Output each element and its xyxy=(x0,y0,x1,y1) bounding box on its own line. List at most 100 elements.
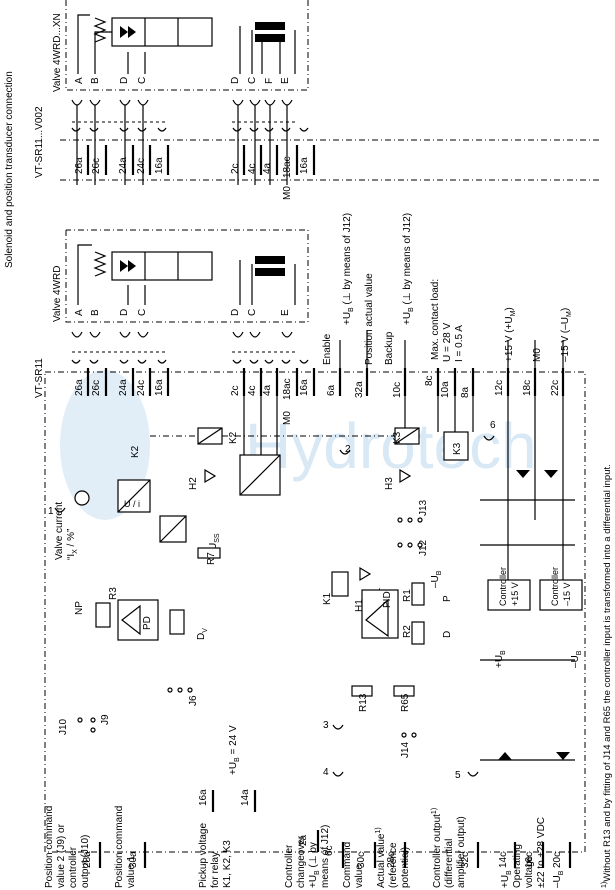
controller-plus15 xyxy=(487,579,531,611)
svg-text:value 2 (J9) or: value 2 (J9) or xyxy=(56,823,67,888)
svg-text:potential): potential) xyxy=(400,847,411,888)
svg-text:30a: 30a xyxy=(128,851,139,868)
svg-text:Valve current: Valve current xyxy=(54,502,65,560)
resistor-r13 xyxy=(351,685,373,697)
svg-text:PD: PD xyxy=(142,616,153,630)
svg-text:20c: 20c xyxy=(552,852,563,868)
svg-text:changeover: changeover xyxy=(296,835,307,888)
svg-text:28c: 28c xyxy=(386,852,397,868)
svg-text:–UB: –UB xyxy=(552,870,565,888)
svg-text:+UB (⊥ by means of J12): +UB (⊥ by means of J12) xyxy=(402,213,415,325)
svg-text:value 1: value 1 xyxy=(126,855,137,888)
svg-text:12c: 12c xyxy=(494,380,505,396)
svg-text:+UB (⊥ by: +UB (⊥ by xyxy=(308,842,321,888)
svg-text:26c: 26c xyxy=(91,380,102,396)
svg-text:M0: M0 xyxy=(282,186,293,200)
svg-text:–15 V: –15 V xyxy=(562,582,572,606)
svg-text:Controller: Controller xyxy=(550,567,560,606)
relay-k1 xyxy=(331,571,349,597)
svg-text:+UB: +UB xyxy=(500,870,513,888)
right-signal-labels: Enable +UB (⊥ by means of J12) 6a Positi… xyxy=(322,213,573,398)
svg-text:6a: 6a xyxy=(326,384,337,396)
svg-text:Actual value1): Actual value1) xyxy=(375,827,387,888)
svg-text:1: 1 xyxy=(48,506,54,517)
svg-text:24c: 24c xyxy=(136,158,147,174)
svg-text:16a: 16a xyxy=(299,157,310,174)
svg-text:–UB: –UB xyxy=(570,650,583,668)
resistor-r65 xyxy=(393,685,415,697)
svg-text:26a: 26a xyxy=(74,379,85,396)
svg-text:Position command: Position command xyxy=(44,806,55,888)
valve-current-test-point xyxy=(74,490,90,506)
svg-text:DV: DV xyxy=(196,628,209,640)
svg-text:24a: 24a xyxy=(118,157,129,174)
svg-text:6c: 6c xyxy=(324,845,335,856)
svg-text:4a: 4a xyxy=(262,162,273,174)
svg-text:Position actual value: Position actual value xyxy=(364,273,375,365)
svg-text:Position command: Position command xyxy=(114,806,125,888)
svg-text:K1: K1 xyxy=(322,592,333,605)
svg-text:B: B xyxy=(90,77,101,84)
svg-text:16a: 16a xyxy=(198,789,209,806)
svg-text:(reference: (reference xyxy=(388,842,399,888)
svg-text:14c: 14c xyxy=(498,852,509,868)
svg-text:D: D xyxy=(119,77,130,84)
svg-text:2: 2 xyxy=(345,444,351,455)
svg-text:10a: 10a xyxy=(440,381,451,398)
svg-text:4: 4 xyxy=(323,767,329,778)
svg-text:+UB = 24 V: +UB = 24 V xyxy=(228,725,241,775)
svg-text:D: D xyxy=(442,631,453,638)
v002-module-band xyxy=(60,139,600,181)
svg-text:NP: NP xyxy=(74,601,85,615)
svg-text:(differential: (differential xyxy=(444,839,455,888)
main-pins: 26a 26c 24a 24c 16a 2c 4c 4a 18ac 16a M0 xyxy=(74,378,310,425)
svg-text:30c: 30c xyxy=(356,852,367,868)
watermark: Hydrotech xyxy=(60,370,537,520)
svg-text:C: C xyxy=(137,77,148,84)
svg-text:+15 V: +15 V xyxy=(510,582,520,606)
svg-text:32c: 32c xyxy=(460,852,471,868)
svg-text:M0: M0 xyxy=(532,348,543,362)
potentiometer-np xyxy=(95,602,111,628)
svg-text:A: A xyxy=(74,309,85,316)
svg-text:18ac: 18ac xyxy=(282,378,293,400)
svg-text:F: F xyxy=(264,78,275,84)
svg-text:8a: 8a xyxy=(460,386,471,398)
svg-text:D: D xyxy=(119,309,130,316)
svg-text:D: D xyxy=(230,77,241,84)
svg-text:Enable: Enable xyxy=(322,333,333,365)
svg-text:B: B xyxy=(90,309,101,316)
valve-xn-enclosure xyxy=(65,0,309,91)
svg-text:32a: 32a xyxy=(354,381,365,398)
svg-text:K3: K3 xyxy=(392,431,403,444)
svg-text:Operating: Operating xyxy=(512,844,523,888)
svg-text:K1, K2, K3: K1, K2, K3 xyxy=(222,840,233,888)
top-connectors: A B D C D C F E xyxy=(74,77,291,84)
svg-text:8c: 8c xyxy=(424,375,435,386)
svg-text:I = 0.5 A: I = 0.5 A xyxy=(454,325,465,362)
svg-text:R2: R2 xyxy=(402,625,413,638)
svg-text:Pickup voltage: Pickup voltage xyxy=(198,823,209,888)
valve-4wrd-label: Valve 4WRD xyxy=(52,266,63,323)
svg-text:“IX / %”: “IX / %” xyxy=(66,529,79,560)
svg-text:H1: H1 xyxy=(354,599,365,612)
svg-text:16a: 16a xyxy=(154,157,165,174)
svg-text:24a: 24a xyxy=(118,379,129,396)
svg-text:H3: H3 xyxy=(384,477,395,490)
svg-text:J13: J13 xyxy=(418,499,429,516)
svg-text:M0: M0 xyxy=(282,411,293,425)
svg-text:Max. contact load:: Max. contact load: xyxy=(430,279,441,360)
bottom-labels: Position command value 2 (J9) or control… xyxy=(44,806,565,888)
svg-text:A: A xyxy=(74,77,85,84)
svg-text:for relay: for relay xyxy=(210,852,221,888)
svg-text:±22 to ±28 VDC: ±22 to ±28 VDC xyxy=(536,817,547,888)
svg-text:16a: 16a xyxy=(154,379,165,396)
svg-text:3: 3 xyxy=(323,720,329,731)
svg-text:–15 V (–UM): –15 V (–UM) xyxy=(560,308,573,362)
svg-text:USS: USS xyxy=(208,533,221,550)
svg-text:U = 28 V: U = 28 V xyxy=(442,322,453,362)
svg-text:16c: 16c xyxy=(524,852,535,868)
svg-text:18c: 18c xyxy=(522,380,533,396)
